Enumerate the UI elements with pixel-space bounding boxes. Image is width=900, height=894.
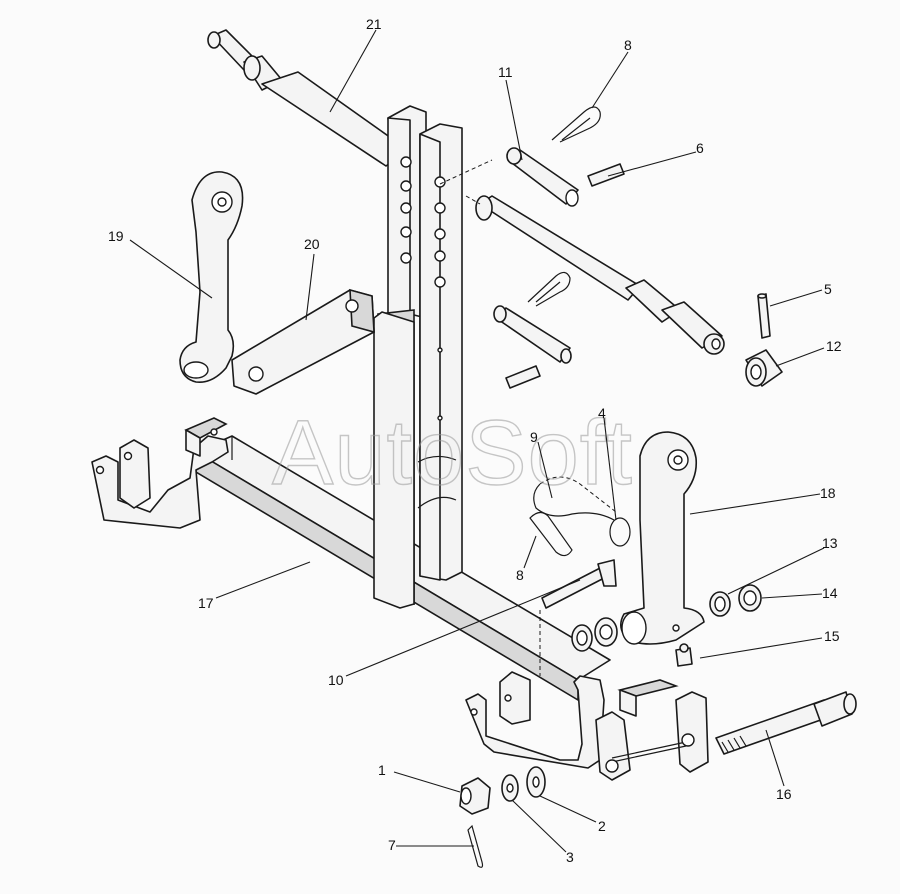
callout-10: 10 <box>328 672 344 688</box>
callout-3: 3 <box>566 849 574 865</box>
callout-21: 21 <box>366 16 382 32</box>
part-10-pin <box>541 559 617 609</box>
callout-18: 18 <box>820 485 836 501</box>
callout-6: 6 <box>696 140 704 156</box>
part-8-lower-clip <box>529 511 573 557</box>
callout-2: 2 <box>598 818 606 834</box>
part-1-castle-nut <box>459 777 491 815</box>
part-12-collar <box>745 349 783 387</box>
leader-lines <box>129 29 825 853</box>
callout-8-lower: 8 <box>516 567 524 583</box>
callout-19: 19 <box>108 228 124 244</box>
part-2-washer <box>526 766 546 798</box>
part-18-right-arm <box>620 431 705 645</box>
upright-rear-plate <box>387 105 427 319</box>
callout-13: 13 <box>822 535 838 551</box>
callout-4: 4 <box>598 405 606 421</box>
upright-front-plate <box>373 123 463 609</box>
part-6-spring-pin <box>587 163 625 187</box>
callout-7: 7 <box>388 837 396 853</box>
callout-1: 1 <box>378 762 386 778</box>
part-5-pin <box>757 293 771 339</box>
lower-end-bracket <box>465 610 709 781</box>
callout-5: 5 <box>824 281 832 297</box>
callout-20: 20 <box>304 236 320 252</box>
callout-16: 16 <box>776 786 792 802</box>
part-20-link-bar <box>231 288 375 395</box>
part-9-chain <box>533 476 617 521</box>
left-end-bracket <box>91 417 229 529</box>
callout-14: 14 <box>822 585 838 601</box>
callout-17: 17 <box>198 595 214 611</box>
watermark-text: AutoSoft <box>272 402 633 504</box>
part-4-ring <box>609 517 631 547</box>
lower-pin-set <box>493 271 572 389</box>
left-bushings <box>571 617 618 652</box>
part-13-bushing <box>709 591 731 617</box>
callout-15: 15 <box>824 628 840 644</box>
callout-8-upper: 8 <box>624 37 632 53</box>
callout-11: 11 <box>498 64 513 80</box>
part-8-upper-clip <box>551 106 601 143</box>
part-7-cotter-pin <box>467 824 484 868</box>
callout-9: 9 <box>530 429 538 445</box>
part-14-bushing <box>738 584 762 612</box>
part-21-shaft <box>207 29 409 167</box>
part-11-pin <box>506 147 579 207</box>
part-3-washer <box>501 774 519 802</box>
part-15-grease-nipple <box>675 643 693 667</box>
lower-right-shaft <box>439 159 725 355</box>
callout-12: 12 <box>826 338 842 354</box>
part-19-lift-arm <box>179 171 244 384</box>
part-16-bolt <box>715 691 857 755</box>
